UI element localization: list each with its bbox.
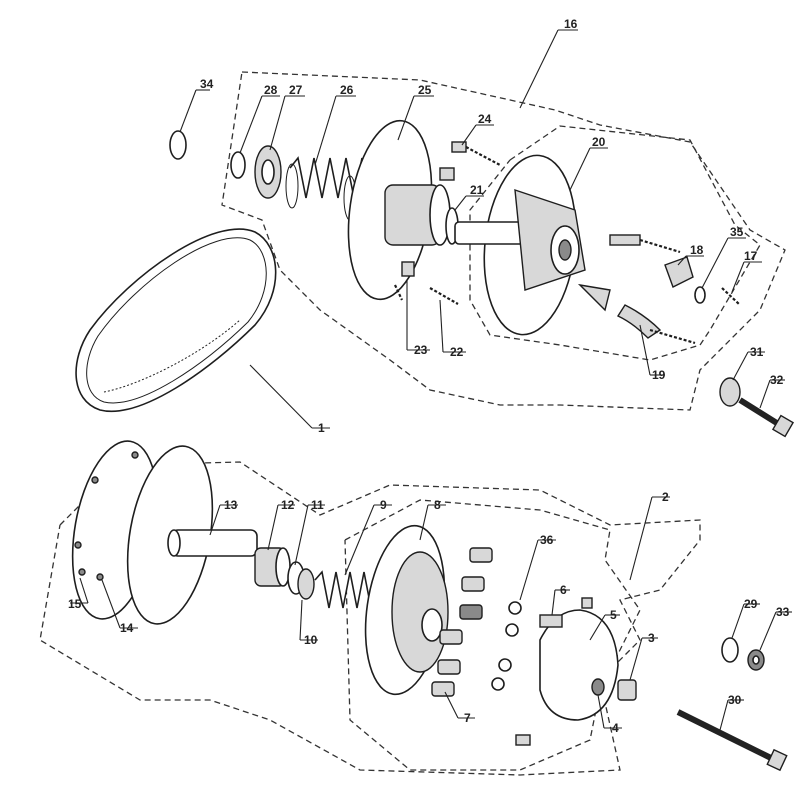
leader-lines: [70, 29, 792, 731]
bushing-12: [254, 547, 291, 587]
variator-8: [364, 524, 449, 696]
spring-9: [314, 570, 379, 609]
upper-assembly-outline: [221, 71, 786, 411]
callout-2: 2: [662, 490, 669, 504]
pins-23-22: [394, 261, 459, 305]
shaft-13: [167, 529, 258, 557]
callout-29: 29: [744, 597, 758, 611]
lower-assembly-outline: [39, 461, 701, 776]
drive-belt: [75, 228, 277, 413]
callout-6: 6: [560, 583, 567, 597]
callout-1: 1: [318, 421, 325, 435]
rollers-and-sliders-7-36: [431, 547, 522, 697]
washer-29: [721, 637, 739, 663]
callout-32: 32: [770, 373, 784, 387]
callout-12: 12: [281, 498, 295, 512]
driven-pulley-20: [454, 154, 586, 336]
callout-19: 19: [652, 368, 666, 382]
callout-16: 16: [564, 17, 578, 31]
callout-33: 33: [776, 605, 790, 619]
callout-8: 8: [434, 498, 441, 512]
callout-35: 35: [730, 225, 744, 239]
driven-face-25: [347, 119, 451, 301]
callout-5: 5: [610, 608, 617, 622]
callout-13: 13: [224, 498, 238, 512]
callout-11: 11: [311, 498, 324, 512]
callout-18: 18: [690, 243, 704, 257]
bearing-27: [254, 145, 282, 199]
o-ring-34: [169, 130, 187, 160]
callout-17: 17: [744, 249, 758, 263]
callout-23: 23: [414, 343, 428, 357]
washer-31: [719, 377, 741, 407]
callout-3: 3: [648, 631, 655, 645]
callout-25: 25: [418, 83, 432, 97]
pin-17: [721, 287, 741, 306]
bolt-32: [738, 397, 795, 438]
callout-24: 24: [478, 112, 492, 126]
nut-33: [747, 649, 765, 671]
callout-26: 26: [340, 83, 354, 97]
callout-22: 22: [450, 345, 464, 359]
callout-28: 28: [264, 83, 278, 97]
callout-31: 31: [750, 345, 764, 359]
bolts-24: [439, 141, 501, 181]
ring-11-10: [287, 561, 315, 600]
callout-36: 36: [540, 533, 554, 547]
snap-ring-28: [230, 151, 246, 179]
callout-30: 30: [728, 693, 742, 707]
callout-labels: 1 2 3 4 5 6 7 8 9 10 11 12 13 14 15 16 1…: [68, 17, 790, 735]
callout-21: 21: [470, 183, 484, 197]
callout-20: 20: [592, 135, 606, 149]
callout-10: 10: [304, 633, 318, 647]
callout-4: 4: [612, 721, 619, 735]
callout-9: 9: [380, 498, 387, 512]
shaft-30: [676, 709, 788, 772]
washer-35: [694, 286, 706, 304]
callout-14: 14: [120, 621, 134, 635]
callout-15: 15: [68, 597, 82, 611]
callout-34: 34: [200, 77, 214, 91]
callout-27: 27: [289, 83, 303, 97]
callout-7: 7: [464, 711, 471, 725]
fixed-face-14-15: [71, 440, 214, 625]
guide-parts-18-19: [577, 234, 696, 345]
spacer-4-3: [591, 678, 637, 701]
